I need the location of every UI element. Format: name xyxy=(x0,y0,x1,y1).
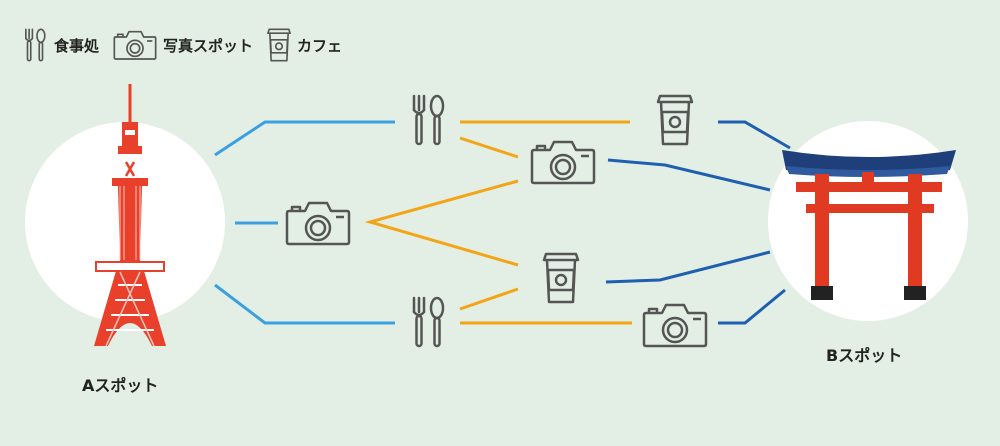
legend-item-photo-spot: 写真スポット xyxy=(113,29,253,61)
coffee-cup-icon xyxy=(542,252,580,304)
fork-spoon-icon xyxy=(412,94,445,146)
legend-label-photo-spot: 写真スポット xyxy=(163,36,254,55)
goal-spot-circle xyxy=(768,121,968,321)
fork-spoon-icon xyxy=(412,296,445,348)
legend-item-cafe: カフェ xyxy=(267,28,342,62)
legend-item-restaurant: 食事処 xyxy=(22,28,99,62)
middle-route-lines xyxy=(364,120,632,325)
legend-label-cafe: カフェ xyxy=(297,36,343,55)
goal-spot-label: Bスポット xyxy=(826,346,903,365)
start-spot-label: Aスポット xyxy=(82,376,159,395)
camera-icon xyxy=(642,303,708,348)
legend-label-restaurant: 食事処 xyxy=(54,36,100,55)
camera-icon xyxy=(530,140,596,185)
coffee-cup-icon xyxy=(656,94,694,146)
start-route-lines xyxy=(214,120,395,325)
end-route-lines xyxy=(605,120,791,325)
camera-icon xyxy=(113,30,157,60)
coffee-cup-icon xyxy=(267,28,291,62)
fork-spoon-icon xyxy=(25,28,46,62)
torii-gate-icon xyxy=(782,150,956,300)
camera-icon xyxy=(285,201,351,246)
legend: 食事処 写真スポット カフェ xyxy=(22,28,356,62)
tokyo-tower-icon xyxy=(94,84,166,347)
